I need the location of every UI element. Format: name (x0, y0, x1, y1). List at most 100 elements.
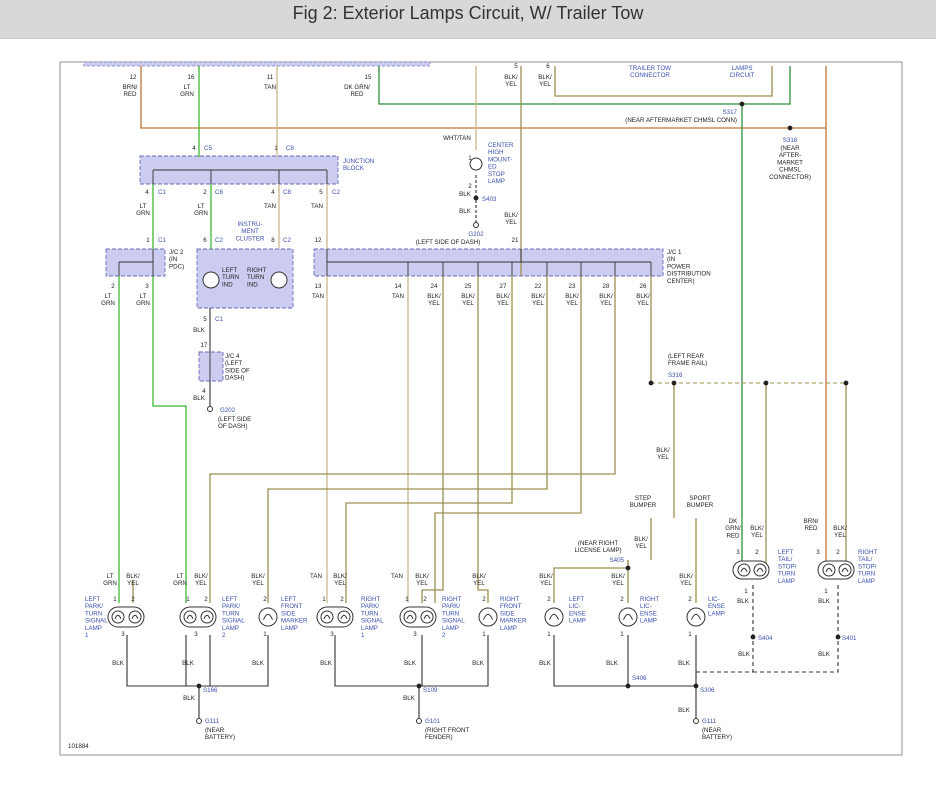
jc1-pin-label: 13 (315, 283, 322, 290)
ground-s406-bus (553, 635, 697, 718)
lamp-bulb-icon (200, 610, 214, 624)
filament-icon (623, 613, 633, 620)
jc1-box (313, 248, 664, 277)
label-top-w5: 5 (514, 63, 518, 70)
chmsl-bulb-icon (469, 157, 483, 171)
jc1-wire-color: BLK/YEL (461, 293, 475, 307)
lamp-wire-color: BLK/YEL (539, 573, 553, 587)
lamp-bulb-icon (618, 607, 638, 627)
label-top-w12: 12 (130, 74, 137, 81)
splice-s109 (416, 683, 422, 689)
indicator-bulb-icon (270, 271, 288, 289)
label-rear-s405w: BLK/YEL (634, 536, 648, 550)
splice-s403 (473, 195, 479, 201)
lamp-pin: 3 (816, 549, 820, 556)
lamp-ground-wire: BLK (737, 598, 750, 605)
filament-icon (203, 614, 211, 620)
lamp-pin: 1 (263, 631, 267, 638)
lamp-bulb-icon (403, 610, 417, 624)
lamp-pin: 2 (131, 596, 135, 603)
label-top-s318: S318 (783, 137, 798, 144)
jc1-wire-color: BLK/YEL (636, 293, 650, 307)
lamp-wire-color: BLK/YEL (194, 573, 208, 587)
wire-blkyel-top-6 (554, 66, 773, 97)
label-jb-c1: C1 (158, 189, 166, 196)
label-grounds-s404: S404 (758, 635, 773, 642)
lamp-bulb-icon (737, 563, 751, 577)
lamp-pin: 1 (482, 631, 486, 638)
label-grounds-s109: S109 (423, 687, 438, 694)
label-grounds-g111a: G111 (205, 718, 220, 725)
lamp-ground-wire: BLK (182, 660, 195, 667)
lamp-pin: 1 (113, 596, 117, 603)
label-grounds-s406: S406 (632, 675, 647, 682)
label-top-s317d: (NEAR AFTERMARKET CHMSL CONN) (625, 117, 737, 124)
wire-blkyel-27 (345, 276, 513, 603)
filament-icon (423, 614, 431, 620)
label-top-w11: 11 (267, 74, 274, 81)
ground-symbol-g202 (473, 222, 479, 228)
lamp-pin: 1 (688, 631, 692, 638)
label-grounds-blk5: BLK (818, 651, 831, 658)
label-chmsl-blkyel: BLK/YEL (504, 212, 518, 226)
label-grounds-g111b: G111 (702, 718, 717, 725)
lamp-bulb-icon (753, 563, 767, 577)
label-ic-c2b: C2 (283, 237, 291, 244)
lamp-wire-color: BLK/YEL (833, 525, 847, 539)
jc1-wire-color: BLK/YEL (565, 293, 579, 307)
lamp-ground-wire: BLK (404, 660, 417, 667)
label-chmsl-blk: BLK (459, 191, 472, 198)
wire-brn-red-top (140, 66, 827, 129)
lamp-pin: 2 (755, 549, 759, 556)
label-top-w16: 16 (188, 74, 195, 81)
jc1-pin-label: 22 (535, 283, 542, 290)
ground-symbol-g111b (693, 718, 699, 724)
splice-s405 (625, 565, 631, 571)
lamp-bulb-icon (337, 610, 351, 624)
label-jb-p1c8: 1 (274, 145, 278, 152)
lamp-wire-color: BLK/YEL (679, 573, 693, 587)
jc2-bus-bar (118, 249, 154, 276)
filament-icon (186, 614, 194, 620)
label-grounds-s306: S306 (700, 687, 715, 694)
splice-s316 (648, 380, 654, 386)
lamp-bulb-icon (111, 610, 125, 624)
lamp-wire-color: BLK/YEL (251, 573, 265, 587)
label-jb-c8b: C8 (283, 189, 291, 196)
jc1-pin-label: 25 (465, 283, 472, 290)
lamp-pin: 1 (547, 631, 551, 638)
lamp-bulb-icon (822, 563, 836, 577)
lamp-ground-wire: BLK (252, 660, 265, 667)
lamp-pin: 2 (204, 596, 208, 603)
label-top-w6: 6 (546, 63, 550, 70)
filament-icon (691, 613, 701, 620)
label-jc2-c1: C1 (158, 237, 166, 244)
lamp-ground-wire: BLK (539, 660, 552, 667)
splice-s306 (693, 683, 699, 689)
lamp-pin: 2 (423, 596, 427, 603)
filament-icon (756, 567, 764, 573)
jb-bus-bar (152, 169, 328, 184)
label-ic-blk: BLK (193, 327, 206, 334)
wire-ltgrn-lamp2 (152, 276, 187, 603)
splice-s316c (843, 380, 849, 386)
label-ic-c2: C2 (215, 237, 223, 244)
wire-blkyel-28 (209, 276, 616, 603)
label-jc4-g202: G202 (220, 407, 236, 414)
label-jb-p5c2: 5 (319, 189, 323, 196)
label-jb-p4c1: 4 (145, 189, 149, 196)
